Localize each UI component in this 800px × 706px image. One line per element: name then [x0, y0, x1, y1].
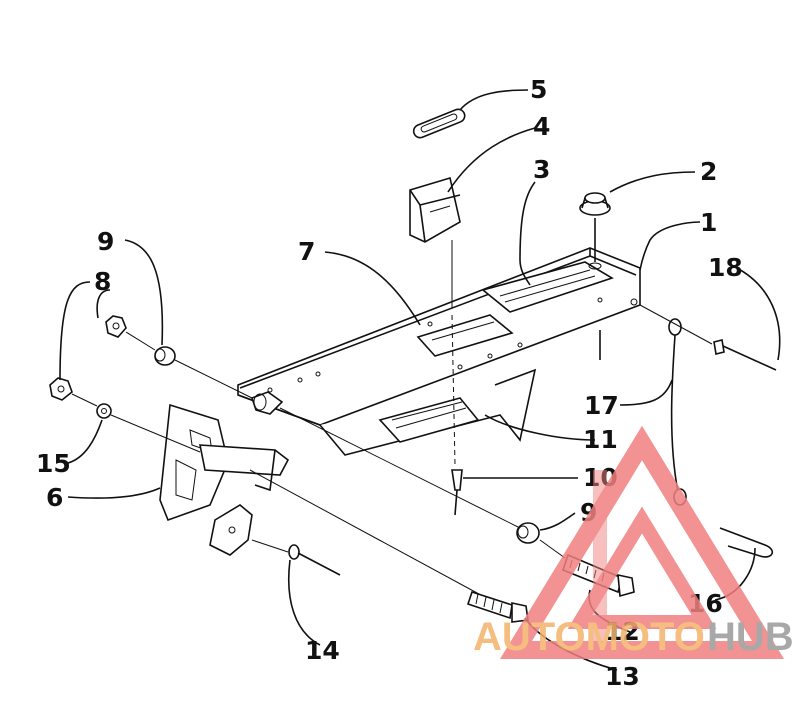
label-5: 5: [530, 75, 547, 104]
label-6: 6: [46, 483, 63, 512]
part-10-pin: [451, 469, 463, 516]
label-14: 14: [305, 636, 340, 665]
label-17: 17: [584, 391, 619, 420]
part-14-bolt: [288, 544, 341, 576]
label-9a: 9: [97, 227, 114, 256]
part-8-nut-upper: [105, 315, 127, 338]
part-15-washer: [96, 403, 112, 419]
part-2-grommet: [579, 192, 611, 216]
part-16-clip: [719, 527, 774, 558]
part-5-strap: [412, 108, 466, 139]
watermark-triangle-outer: [499, 425, 785, 659]
label-1: 1: [700, 208, 717, 237]
label-11: 11: [583, 425, 618, 454]
label-18: 18: [708, 253, 743, 282]
part-18-pin: [639, 304, 777, 371]
label-2: 2: [700, 157, 717, 186]
part-6-hinge-plate: [159, 403, 290, 522]
part-9-bushing-lower: [516, 522, 540, 544]
label-3: 3: [533, 155, 550, 184]
leader-lines: [59, 89, 781, 671]
watermark-triangle-inner: [567, 506, 717, 629]
label-8: 8: [94, 267, 111, 296]
watermark-brand-hub: HUB: [707, 615, 794, 659]
spacer-bushing: [250, 391, 284, 415]
watermark-brand-automoto: AUTOMOTO: [473, 615, 705, 659]
label-7: 7: [298, 237, 315, 266]
part-14-star-plate: [209, 504, 253, 556]
watermark-logo: AUTOMOTO HUB: [473, 425, 794, 659]
decal-7: [416, 314, 514, 357]
label-15: 15: [36, 449, 71, 478]
decal-3: [481, 261, 614, 313]
label-13: 13: [605, 662, 640, 691]
part-9-bushing-upper: [154, 346, 176, 366]
part-8-nut-lower: [49, 377, 73, 401]
part-4-buckle: [409, 176, 461, 243]
label-4: 4: [533, 112, 550, 141]
